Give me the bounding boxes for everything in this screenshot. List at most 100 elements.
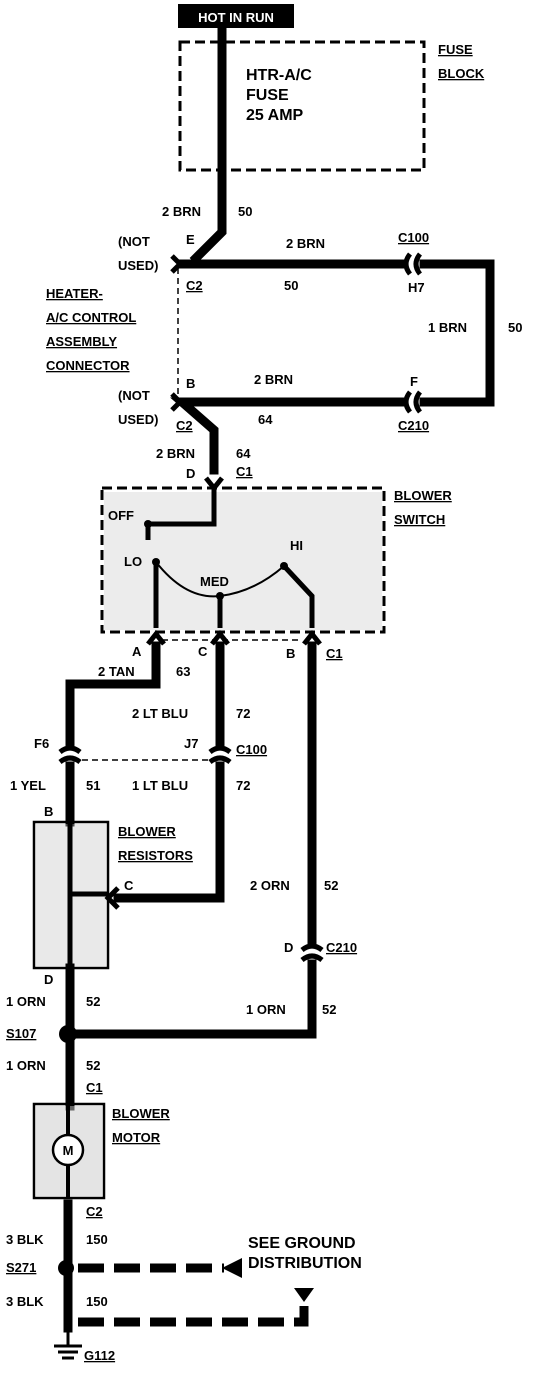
pin-b-switch-label: B [286,646,295,661]
hot-in-run-label: HOT IN RUN [198,10,274,25]
fuse-block-label-2: BLOCK [438,66,485,81]
pin-d-resistor-label: D [44,972,53,987]
wire-1orn-a-label: 1 ORN [6,994,46,1009]
c2-mid-label: C2 [176,418,193,433]
c1-switch-bottom-label: C1 [326,646,343,661]
fuse-name: HTR-A/C [246,67,312,84]
blower-switch-box [100,486,386,634]
wire-1yel-label: 1 YEL [10,778,46,793]
circuit-50-top: 50 [238,204,252,219]
wire-2ltblu-label: 2 LT BLU [132,706,188,721]
pin-d-c210-label: D [284,940,293,955]
wire-lower-2brn [170,397,407,475]
c1-motor-label: C1 [86,1080,103,1095]
f6-label: F6 [34,736,49,751]
lo-label: LO [124,554,142,569]
wire-2tan [65,641,161,749]
c210-top-label: C210 [398,418,429,433]
see-ground-label-2: DISTRIBUTION [248,1255,362,1272]
motor-symbol-icon [51,1133,85,1167]
wire-1orn-c-label: 1 ORN [6,1058,46,1073]
fuse-block-box [178,40,426,172]
pin-b-terminal [302,629,322,646]
s107-splice [59,1025,77,1043]
pin-e-terminal [170,254,184,274]
blower-resistors-label-2: RESISTORS [118,848,193,863]
see-ground-label: SEE GROUND [248,1235,356,1252]
g112-label: G112 [84,1348,115,1363]
f6-connector [58,745,82,765]
off-contact [144,520,152,528]
fuse-name-2: FUSE [246,87,289,104]
circuit-72-lower: 72 [236,778,250,793]
fuse-rating: 25 AMP [246,107,304,124]
motor-symbol: M [63,1143,74,1158]
wire-2brn-switch: 2 BRN [156,446,195,461]
c2-motor-label: C2 [86,1204,103,1219]
off-label: OFF [108,508,134,523]
c2-top-label: C2 [186,278,203,293]
ground-arrow-down [294,1288,314,1302]
h7-label: H7 [408,280,425,295]
wire-1brn [419,259,495,407]
hot-in-run-banner [178,4,294,28]
hi-label: HI [290,538,303,553]
circuit-63-label: 63 [176,664,190,679]
circuit-150-a: 150 [86,1232,108,1247]
wire-2brn-lower: 2 BRN [254,372,293,387]
circuit-150-b: 150 [86,1294,108,1309]
circuit-51-label: 51 [86,778,100,793]
j7-label: J7 [184,736,198,751]
ground-dash-lower [78,1298,309,1327]
s271-label: S271 [6,1260,36,1275]
wire-1orn-b-label: 1 ORN [246,1002,286,1017]
not-used-2: (NOT [118,388,150,403]
blower-motor-label-2: MOTOR [112,1130,161,1145]
wire-1orn-right [65,959,317,1039]
not-used-1: (NOT [118,234,150,249]
ground-icon [54,1328,82,1360]
pin-c-resistor-terminal [104,886,120,910]
s107-label: S107 [6,1026,36,1041]
pin-e-label: E [186,232,195,247]
circuit-52-c: 52 [86,1058,100,1073]
wire-1ltblu [113,761,225,903]
circuit-52-a: 52 [86,994,100,1009]
pin-b-top-label: B [186,376,195,391]
switch-internal [145,488,217,540]
not-used-2b: USED) [118,412,158,427]
wire-2brn-top: 2 BRN [162,204,201,219]
circuit-64-lower: 64 [258,412,273,427]
switch-arc [155,561,285,598]
wire-2orn-label: 2 ORN [250,878,290,893]
blower-switch-label: BLOWER [394,488,452,503]
blower-resistors-label: BLOWER [118,824,176,839]
not-used-1b: USED) [118,258,158,273]
circuit-50-upper: 50 [284,278,298,293]
fuse-block-label: FUSE [438,42,473,57]
blower-motor-label: BLOWER [112,1106,170,1121]
pin-c-terminal [210,629,230,646]
pin-a-terminal [146,629,166,646]
wire-1brn-label: 1 BRN [428,320,467,335]
wire-feed [189,23,227,265]
med-label: MED [200,574,229,589]
circuit-52-b: 52 [322,1002,336,1017]
blower-switch-shade [104,492,382,630]
circuit-52-2orn: 52 [324,878,338,893]
wire-1ltblu-label: 1 LT BLU [132,778,188,793]
wire-2tan-label: 2 TAN [98,664,135,679]
j7-connector [208,745,232,765]
pin-f-label: F [410,374,418,389]
circuit-64-switch: 64 [236,446,251,461]
wire-3blk-a-label: 3 BLK [6,1232,44,1247]
c210-top-connector [403,390,423,414]
c100-mid-label: C100 [236,742,267,757]
ground-arrow-left [222,1258,242,1278]
c100-top-label: C100 [398,230,429,245]
pin-b-terminal [170,392,184,412]
circuit-50-right: 50 [508,320,522,335]
pin-d-switch: D [186,466,195,481]
wire-3blk-b-label: 3 BLK [6,1294,44,1309]
